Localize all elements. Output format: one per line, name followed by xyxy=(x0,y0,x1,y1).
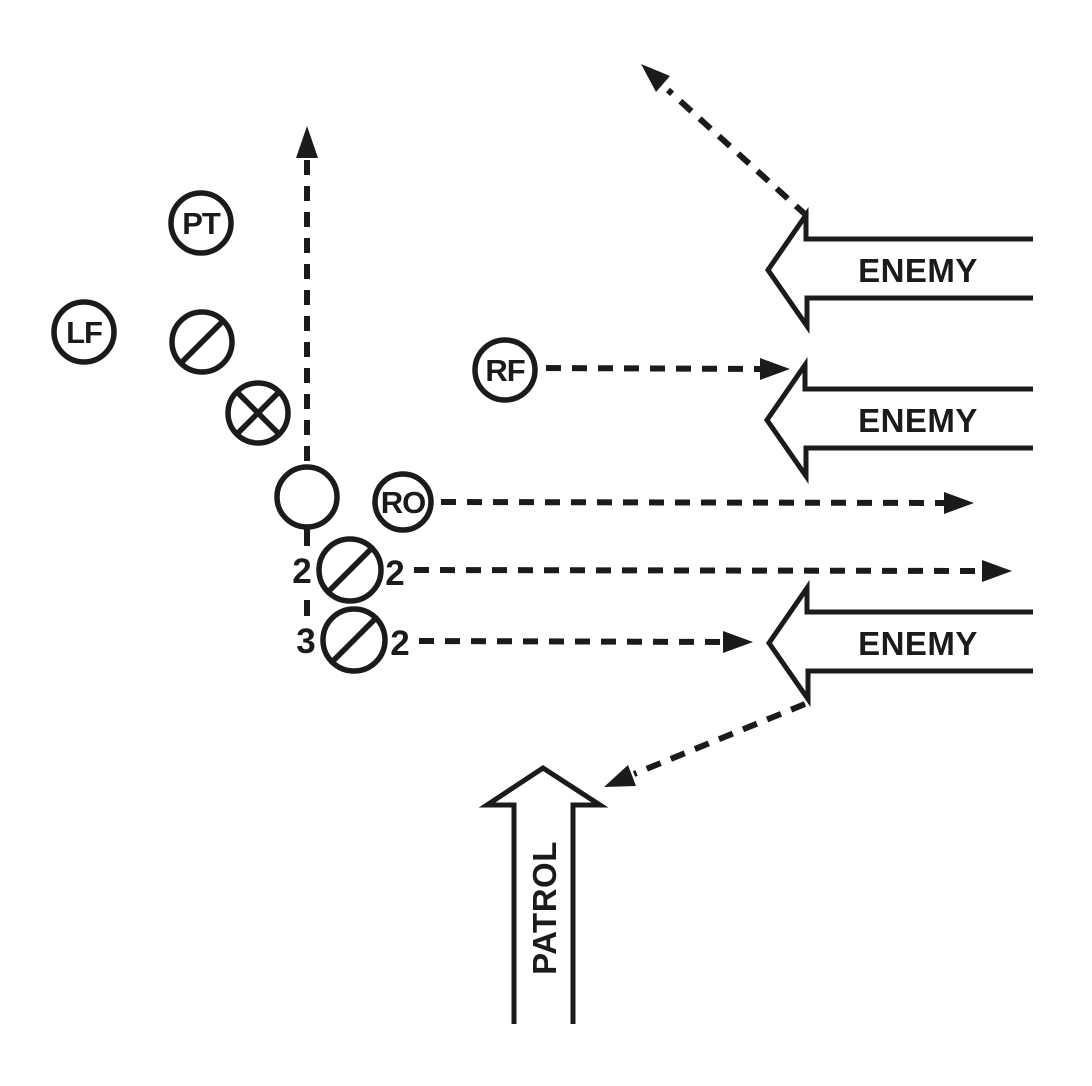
symbol-pt: PT xyxy=(168,190,234,256)
gun-team-lower-dashed-line xyxy=(418,638,726,645)
patrol-arrow: PATROL xyxy=(478,765,609,1024)
cross-line xyxy=(235,390,281,436)
slash-line xyxy=(329,615,379,665)
gun-team-lower-right-count: 2 xyxy=(390,624,409,663)
gun-team-lower-arrowhead-icon xyxy=(723,631,753,653)
lf-label: LF xyxy=(66,315,102,350)
gun-team-upper-dashed-line xyxy=(413,567,985,574)
patrol-arrow-label: PATROL xyxy=(526,841,563,975)
symbol-ro: RO xyxy=(372,471,434,533)
gun-team-lower-left-count: 3 xyxy=(296,622,315,661)
enemy-arrow-bottom: ENEMY xyxy=(765,579,1033,707)
slash-line xyxy=(178,318,226,366)
retreat-dashed-line xyxy=(632,701,807,777)
ro-dashed-line xyxy=(440,499,947,506)
symbol-gun-team-upper: 2 2 xyxy=(292,536,405,604)
ro-assault-route xyxy=(440,492,974,514)
enemy-arrow-middle: ENEMY xyxy=(763,356,1033,484)
enemy-retreat-route xyxy=(604,701,807,787)
gun-team-upper-left-count: 2 xyxy=(292,552,311,591)
withdrawal-arrowhead-icon xyxy=(641,64,670,92)
patrol-arrow-outline xyxy=(478,765,609,1024)
symbol-crossed-circle xyxy=(225,380,291,446)
rf-label: RF xyxy=(485,353,524,388)
rf-arrowhead-icon xyxy=(760,358,790,380)
withdrawal-dashed-line xyxy=(665,87,810,219)
ro-circle xyxy=(372,471,434,533)
patrol-route-north xyxy=(296,126,318,461)
pt-label: PT xyxy=(182,206,221,241)
gun-team-upper-right-count: 2 xyxy=(385,554,404,593)
symbol-rf: RF xyxy=(472,337,538,403)
enemy-withdrawal-route xyxy=(641,64,810,219)
route-north-arrowhead-icon xyxy=(296,126,318,158)
enemy-arrow-middle-outline xyxy=(763,356,1033,484)
symbol-gun-team-lower: 3 2 xyxy=(296,606,410,674)
rf-dashed-line xyxy=(545,365,763,372)
enemy-arrow-top-label: ENEMY xyxy=(858,252,978,289)
enemy-arrow-top: ENEMY xyxy=(764,206,1033,334)
rf-circle xyxy=(472,337,538,403)
symbol-base-circle xyxy=(274,464,340,530)
pt-circle xyxy=(168,190,234,256)
rf-assault-route xyxy=(545,358,790,380)
ro-arrowhead-icon xyxy=(944,492,974,514)
empty-circle-icon xyxy=(274,464,340,530)
gun-team-upper-route xyxy=(413,560,1012,582)
gun-team-lower-route xyxy=(418,631,753,653)
symbol-lf: LF xyxy=(51,299,117,365)
enemy-arrow-bottom-label: ENEMY xyxy=(858,625,978,662)
enemy-arrow-middle-label: ENEMY xyxy=(858,402,978,439)
slash-line xyxy=(325,545,375,595)
enemy-arrow-bottom-outline xyxy=(765,579,1033,707)
lf-circle xyxy=(51,299,117,365)
enemy-arrow-top-outline xyxy=(764,206,1033,334)
retreat-arrowhead-icon xyxy=(604,765,636,787)
gun-team-upper-arrowhead-icon xyxy=(982,560,1012,582)
ro-label: RO xyxy=(381,485,426,520)
symbol-slashed-circle-1 xyxy=(169,309,235,375)
